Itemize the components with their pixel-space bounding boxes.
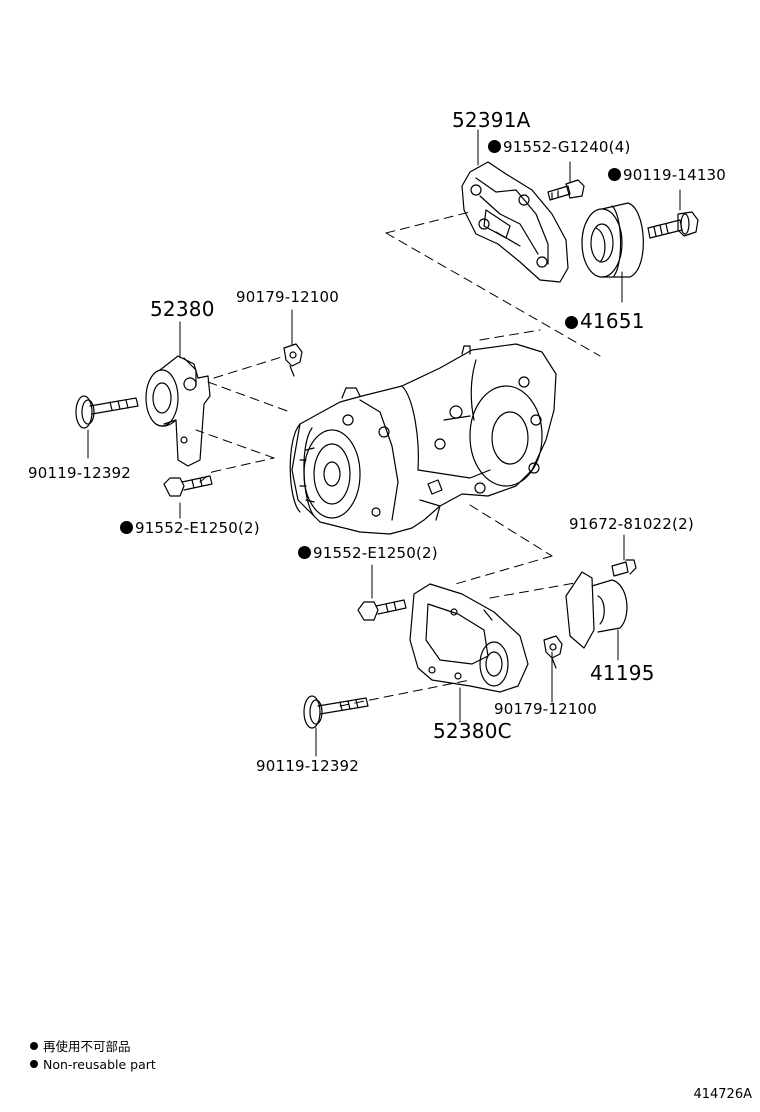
- label-90179-12100-bottom: 90179-12100: [494, 700, 598, 718]
- label-52380C: 52380C: [433, 719, 512, 743]
- label-90119-12392-bottom: 90119-12392: [256, 757, 360, 775]
- bracket-52380C-part: [409, 583, 529, 693]
- non-reusable-dot-icon: [565, 316, 578, 329]
- label-52391A: 52391A: [452, 108, 531, 132]
- leader-lines: [87, 129, 681, 757]
- mount-41195-part: [565, 571, 628, 649]
- differential-housing-part: [289, 343, 557, 535]
- bolt-90119-12392-bottom-part: [303, 695, 369, 729]
- label-text: 91552-E1250(2): [313, 544, 438, 562]
- legend-dot-icon: [30, 1060, 38, 1068]
- label-52380: 52380: [150, 297, 215, 321]
- nut-90179-12100-bottom-part: [543, 635, 563, 669]
- non-reusable-dot-icon: [608, 168, 621, 181]
- bolt-91552-G1240-part: [547, 179, 585, 201]
- label-91552-E1250-mid: 91552-E1250(2): [298, 546, 438, 561]
- legend-japanese: 再使用不可部品: [30, 1039, 131, 1054]
- label-91552-G1240: 91552-G1240(4): [488, 140, 631, 155]
- bracket-52391A-part: [461, 161, 569, 283]
- legend-english: Non-reusable part: [30, 1057, 156, 1072]
- bracket-52380-part: [145, 355, 211, 467]
- label-91672-81022: 91672-81022(2): [569, 515, 694, 533]
- label-text: 91552-E1250(2): [135, 519, 260, 537]
- label-text: 41651: [580, 309, 645, 333]
- label-text: 90119-14130: [623, 166, 727, 184]
- non-reusable-dot-icon: [120, 521, 133, 534]
- dashed-assembly-lines: [195, 211, 601, 707]
- label-41651: 41651: [565, 311, 645, 331]
- label-90179-12100-top: 90179-12100: [236, 288, 340, 306]
- label-text: 91552-G1240(4): [503, 138, 631, 156]
- non-reusable-dot-icon: [298, 546, 311, 559]
- legend-japanese-text: 再使用不可部品: [43, 1039, 131, 1054]
- label-91552-E1250-left: 91552-E1250(2): [120, 521, 260, 536]
- label-90119-14130: 90119-14130: [608, 168, 726, 183]
- reference-code: 414726A: [693, 1087, 752, 1102]
- bolt-91672-81022-part: [611, 559, 637, 577]
- label-90119-12392-left: 90119-12392: [28, 464, 132, 482]
- bolt-91552-E1250-mid-part: [357, 599, 407, 621]
- nut-90179-12100-top-part: [283, 343, 303, 377]
- legend-english-text: Non-reusable part: [43, 1057, 156, 1072]
- label-41195: 41195: [590, 661, 655, 685]
- bolt-90119-14130-part: [647, 211, 699, 239]
- bolt-91552-E1250-left-part: [163, 475, 213, 497]
- bushing-41651-part: [581, 202, 644, 278]
- bolt-90119-12392-left-part: [75, 395, 139, 429]
- non-reusable-dot-icon: [488, 140, 501, 153]
- legend-dot-icon: [30, 1042, 38, 1050]
